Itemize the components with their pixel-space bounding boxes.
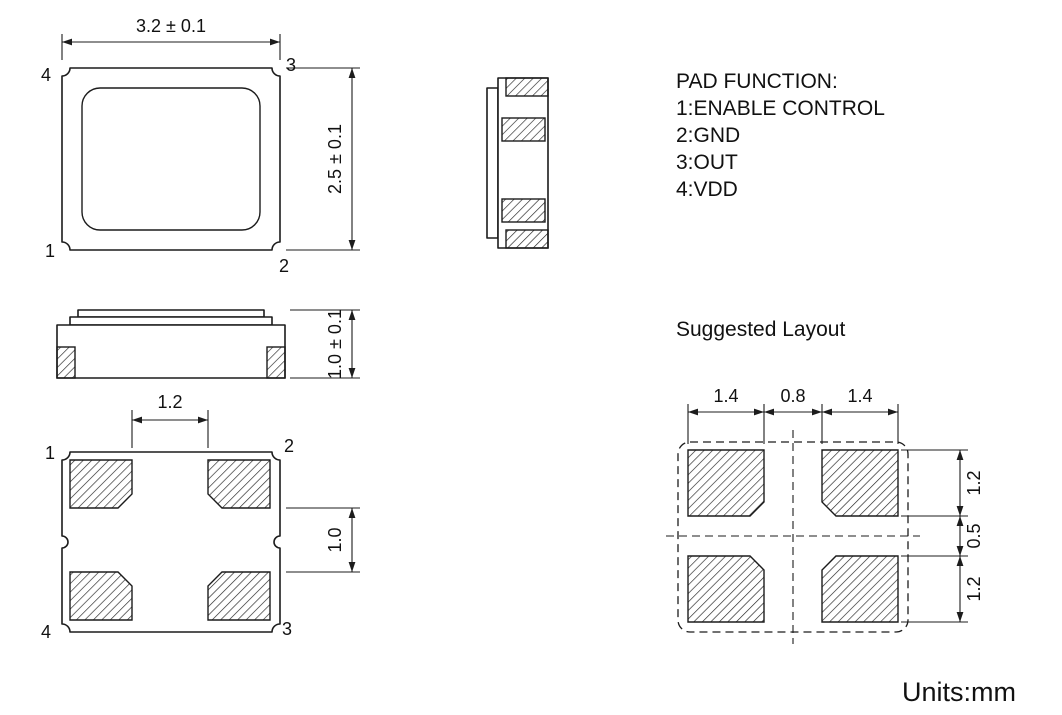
bottom-view-pin-4-label: 4 <box>41 622 51 642</box>
top-view-pin-4-label: 4 <box>41 65 51 85</box>
top-view-width-dimension: 3.2 ± 0.1 <box>61 16 281 60</box>
dim-arrow <box>348 310 356 320</box>
top-view-height-label: 2.5 ± 0.1 <box>325 124 345 194</box>
top-view-package-outline <box>61 67 281 251</box>
top-view: 3.2 ± 0.1 2.5 ± 0.1 4 3 1 2 <box>41 16 360 276</box>
bottom-view-pad-4 <box>69 571 133 621</box>
top-view-pin-1-label: 1 <box>45 241 55 261</box>
dim-arrow <box>688 408 698 416</box>
layout-horizontal-dimensions: 1.4 0.8 1.4 <box>687 386 899 444</box>
layout-dim-pad-width-left: 1.4 <box>713 386 738 406</box>
dim-arrow <box>956 556 964 566</box>
layout-dim-pad-gap-v: 0.5 <box>964 523 984 548</box>
dimension-lines <box>286 67 360 251</box>
dim-arrow <box>754 408 764 416</box>
dim-arrow <box>62 38 72 46</box>
dimension-lines <box>290 309 360 379</box>
layout-dim-pad-height-bottom: 1.2 <box>964 576 984 601</box>
side-view-lid-top <box>77 309 265 318</box>
dim-arrow <box>348 562 356 572</box>
layout-pad-bottom-left <box>687 555 765 623</box>
bottom-view-pin-1-label: 1 <box>45 443 55 463</box>
dim-arrow <box>270 38 280 46</box>
bottom-view-row-gap-label: 1.0 <box>325 527 345 552</box>
suggested-layout-title: Suggested Layout <box>676 318 845 341</box>
side-view-height-label: 1.0 ± 0.1 <box>325 309 345 379</box>
bottom-view-pin-2-label: 2 <box>284 436 294 456</box>
side-view-height-dimension: 1.0 ± 0.1 <box>290 309 360 379</box>
layout-pad-bottom-right <box>821 555 899 623</box>
dim-arrow <box>956 506 964 516</box>
top-view-lid-outline <box>81 87 261 231</box>
pad-function-item-3: 3:OUT <box>676 151 738 174</box>
dim-arrow <box>956 546 964 556</box>
end-view-pad-bottom <box>505 229 549 249</box>
end-view-lid-strip <box>486 87 499 239</box>
pad-function: PAD FUNCTION: 1:ENABLE CONTROL 2:GND 3:O… <box>676 70 885 201</box>
side-view-lid <box>69 316 273 326</box>
dim-arrow <box>764 408 774 416</box>
dim-arrow <box>822 408 832 416</box>
dim-arrow <box>198 416 208 424</box>
dimension-lines <box>131 410 209 448</box>
end-view-pad-top <box>505 77 549 97</box>
dim-arrow <box>812 408 822 416</box>
side-view-right-pad <box>266 346 286 379</box>
dim-arrow <box>956 450 964 460</box>
bottom-view-pad-2 <box>207 459 271 509</box>
dim-arrow <box>348 368 356 378</box>
dimension-lines <box>286 507 360 573</box>
layout-dim-pad-width-right: 1.4 <box>847 386 872 406</box>
layout-dim-pad-height-top: 1.2 <box>964 470 984 495</box>
dimension-lines <box>901 449 968 623</box>
dimension-lines <box>61 34 281 60</box>
bottom-view-pad-gap-dimension: 1.2 <box>131 392 209 448</box>
top-view-pin-2-label: 2 <box>279 256 289 276</box>
end-view-pad-lower <box>501 198 546 223</box>
pad-function-title: PAD FUNCTION: <box>676 70 838 93</box>
dim-arrow <box>956 516 964 526</box>
dim-arrow <box>888 408 898 416</box>
side-view-left-pad <box>56 346 76 379</box>
bottom-view-pin-3-label: 3 <box>282 619 292 639</box>
units-label: Units:mm <box>902 677 1016 707</box>
end-view <box>486 77 549 249</box>
bottom-view: 1 2 4 3 1.2 1.0 <box>41 392 360 642</box>
pad-function-item-2: 2:GND <box>676 124 740 147</box>
layout-dim-pad-gap-h: 0.8 <box>780 386 805 406</box>
layout-pad-top-left <box>687 449 765 517</box>
bottom-view-pad-gap-label: 1.2 <box>157 392 182 412</box>
bottom-view-pad-1 <box>69 459 133 509</box>
top-view-width-label: 3.2 ± 0.1 <box>136 16 206 36</box>
dim-arrow <box>132 416 142 424</box>
pad-function-item-4: 4:VDD <box>676 178 738 201</box>
bottom-view-pad-3 <box>207 571 271 621</box>
dim-arrow <box>956 612 964 622</box>
pad-function-item-1: 1:ENABLE CONTROL <box>676 97 885 120</box>
dim-arrow <box>348 508 356 518</box>
end-view-pad-upper <box>501 117 546 142</box>
top-view-pin-3-label: 3 <box>286 55 296 75</box>
layout-vertical-dimensions: 1.2 0.5 1.2 <box>901 449 984 623</box>
layout-pad-top-right <box>821 449 899 517</box>
dim-arrow <box>348 240 356 250</box>
bottom-view-row-gap-dimension: 1.0 <box>286 507 360 573</box>
dimension-lines <box>687 404 899 444</box>
side-view-body <box>56 324 286 379</box>
dim-arrow <box>348 68 356 78</box>
suggested-layout: Suggested Layout 1.4 0.8 1.4 <box>666 318 984 644</box>
top-view-height-dimension: 2.5 ± 0.1 <box>286 67 360 251</box>
side-view: 1.0 ± 0.1 <box>56 309 360 379</box>
